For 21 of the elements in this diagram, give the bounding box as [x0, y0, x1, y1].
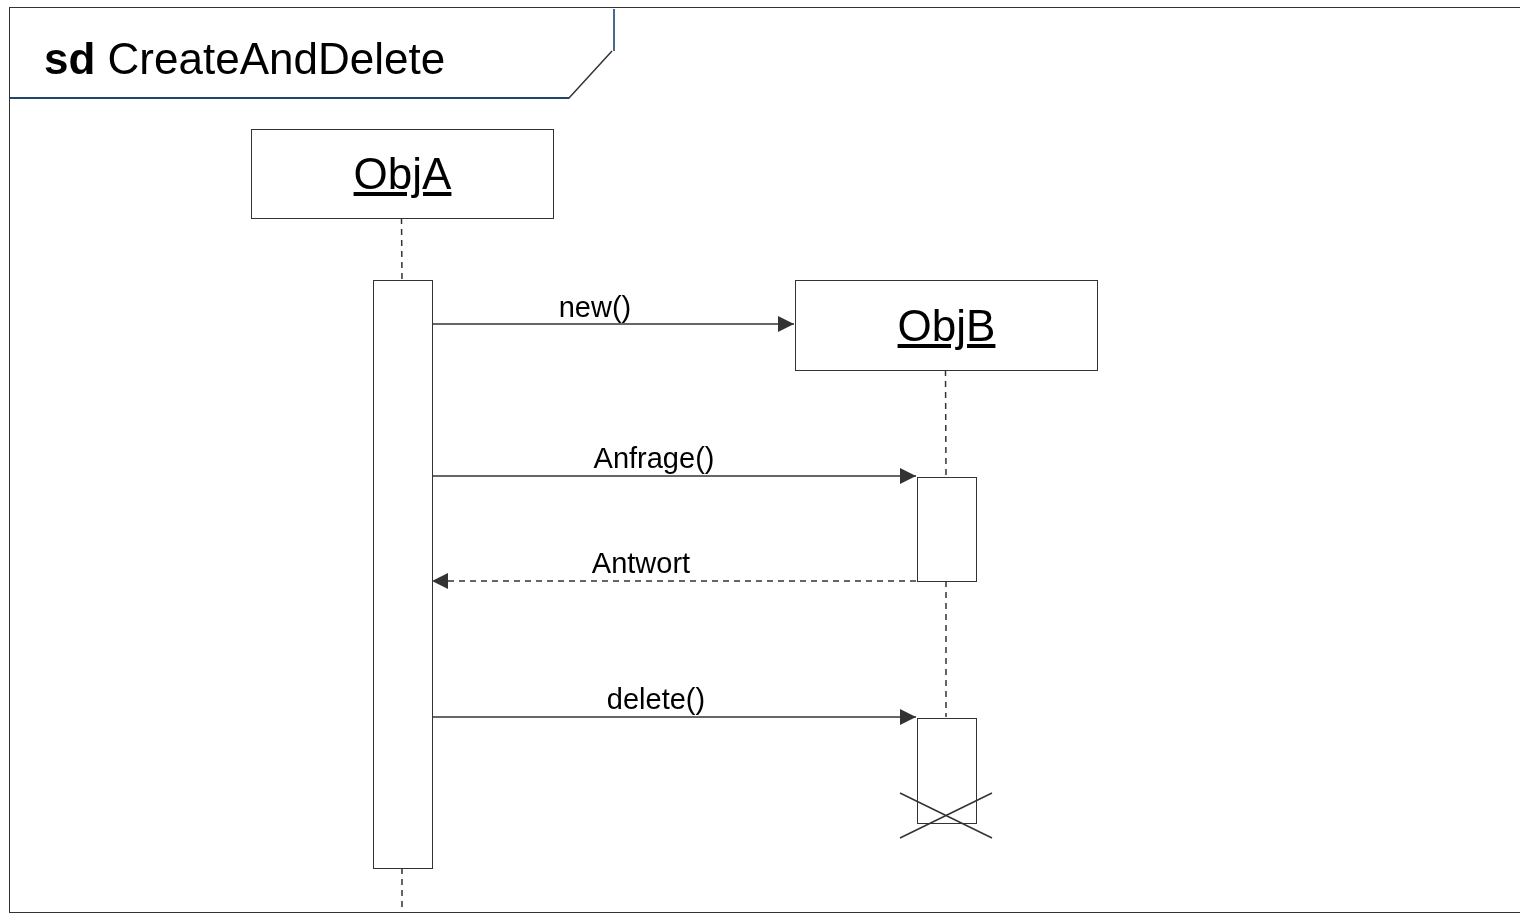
message-arrow [431, 709, 917, 725]
lifeline [944, 369, 947, 477]
activation-bar [917, 477, 977, 582]
frame-title: sd CreateAndDelete [44, 34, 446, 84]
lifeline [401, 867, 403, 914]
object-name: ObjA [353, 149, 452, 199]
message-label: Antwort [591, 549, 691, 578]
activation-bar [373, 280, 433, 869]
message-label: new() [558, 293, 632, 322]
return-message-arrow [431, 573, 917, 589]
lifeline [400, 217, 403, 280]
lifeline-head-box [795, 280, 1098, 371]
message-arrow [431, 316, 795, 332]
message-label: delete() [606, 685, 706, 714]
object-name: ObjB [897, 300, 996, 351]
lifeline [945, 580, 947, 718]
activation-bar [917, 718, 977, 824]
message-arrow [431, 468, 917, 484]
sequence-frame [9, 7, 1520, 913]
lifeline-head-box [251, 129, 554, 219]
message-label: Anfrage() [593, 444, 715, 473]
